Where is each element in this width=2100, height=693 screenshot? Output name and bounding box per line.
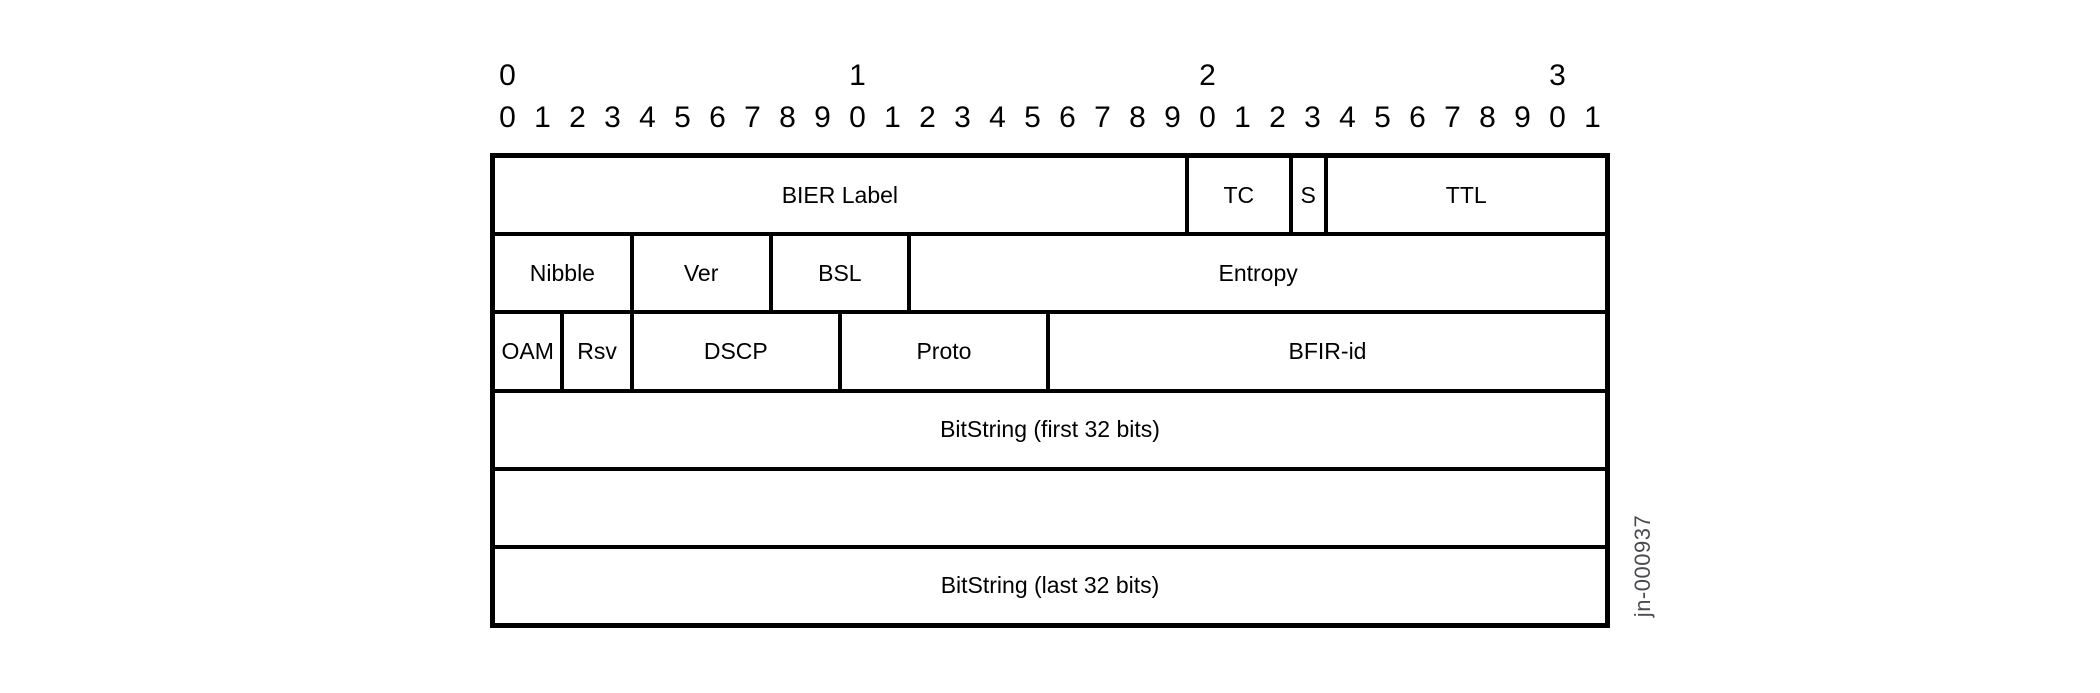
figure-id-label: jn-000937 — [1630, 514, 1655, 618]
ruler-bit-digit: 2 — [569, 101, 586, 134]
ruler-bit-digit: 4 — [639, 101, 656, 134]
ruler-bit-digit: 9 — [1164, 101, 1181, 134]
table-row-bitstring-middle — [495, 471, 1605, 549]
header-field-table: BIER Label TC S TTL Nibble Ver BSL Entro… — [490, 153, 1610, 628]
field-cell: TTL — [1445, 181, 1487, 208]
ruler-bit-digit: 0 — [1549, 101, 1566, 134]
field-cell: BSL — [773, 236, 912, 311]
ruler-bit-digit: 3 — [1304, 101, 1321, 134]
table-row-bitstring-first: BitString (first 32 bits) — [495, 393, 1605, 471]
table-row-proto: OAM Rsv DSCP Proto BFIR-id — [495, 314, 1605, 393]
ruler-bit-digit: 9 — [1514, 101, 1531, 134]
ruler-bit-digit: 1 — [884, 101, 901, 134]
field-cell: Rsv — [564, 314, 634, 389]
ruler-tens-digit: 3 — [1549, 59, 1566, 92]
ruler-bit-digit: 8 — [1129, 101, 1146, 134]
table-row-version: Nibble Ver BSL Entropy — [495, 236, 1605, 315]
field-cell: BitString (first 32 bits) — [940, 416, 1160, 443]
ruler-bit-digit: 5 — [1024, 101, 1041, 134]
ruler-bit-digit: 1 — [1584, 101, 1601, 134]
ruler-bit-digit: 5 — [1374, 101, 1391, 134]
field-cell: S — [1293, 158, 1328, 233]
ruler-bit-digit: 1 — [534, 101, 551, 134]
table-row-bitstring-last: BitString (last 32 bits) — [495, 549, 1605, 623]
ruler-bit-digit: 6 — [1409, 101, 1426, 134]
ruler-bit-digit: 1 — [1234, 101, 1251, 134]
ruler-tens-digit: 1 — [849, 59, 866, 92]
ruler-bit-digit: 0 — [499, 101, 516, 134]
ruler-bit-digit: 8 — [1479, 101, 1496, 134]
field-cell — [495, 471, 1605, 545]
ruler-bit-digit: 5 — [674, 101, 691, 134]
field-cell: BIER Label — [495, 158, 1189, 233]
field-cell: DSCP — [634, 314, 842, 389]
ruler-bit-digit: 6 — [1059, 101, 1076, 134]
ruler-bit-digit: 7 — [744, 101, 761, 134]
ruler-bit-digit: 9 — [814, 101, 831, 134]
field-cell: TC — [1189, 158, 1293, 233]
ruler-bit-digit: 4 — [1339, 101, 1356, 134]
table-row-label: BIER Label TC S TTL — [495, 158, 1605, 237]
ruler-bit-digit: 0 — [849, 101, 866, 134]
ruler-bit-digit: 2 — [919, 101, 936, 134]
ruler-bit-digit: 2 — [1269, 101, 1286, 134]
field-cell: Entropy — [1218, 259, 1298, 286]
field-cell: OAM — [495, 314, 565, 389]
field-cell: Nibble — [495, 236, 634, 311]
field-cell: BFIR-id — [1288, 337, 1367, 364]
field-cell: BitString (last 32 bits) — [940, 572, 1160, 599]
bit-ruler-tens: 0 1 2 3 — [490, 58, 1610, 94]
ruler-bit-digit: 3 — [954, 101, 971, 134]
ruler-bit-digit: 7 — [1444, 101, 1461, 134]
ruler-bit-digit: 0 — [1199, 101, 1216, 134]
bit-ruler-units: 0 1 2 3 4 5 6 7 8 9 0 1 2 3 4 5 — [490, 100, 1610, 136]
field-cell: Ver — [634, 236, 773, 311]
ruler-tens-digit: 2 — [1199, 59, 1216, 92]
ruler-bit-digit: 7 — [1094, 101, 1111, 134]
ruler-bit-digit: 6 — [709, 101, 726, 134]
ruler-tens-digit: 0 — [499, 59, 516, 92]
ruler-bit-digit: 8 — [779, 101, 796, 134]
field-cell: Proto — [842, 314, 1050, 389]
ruler-bit-digit: 3 — [604, 101, 621, 134]
ruler-bit-digit: 4 — [989, 101, 1006, 134]
